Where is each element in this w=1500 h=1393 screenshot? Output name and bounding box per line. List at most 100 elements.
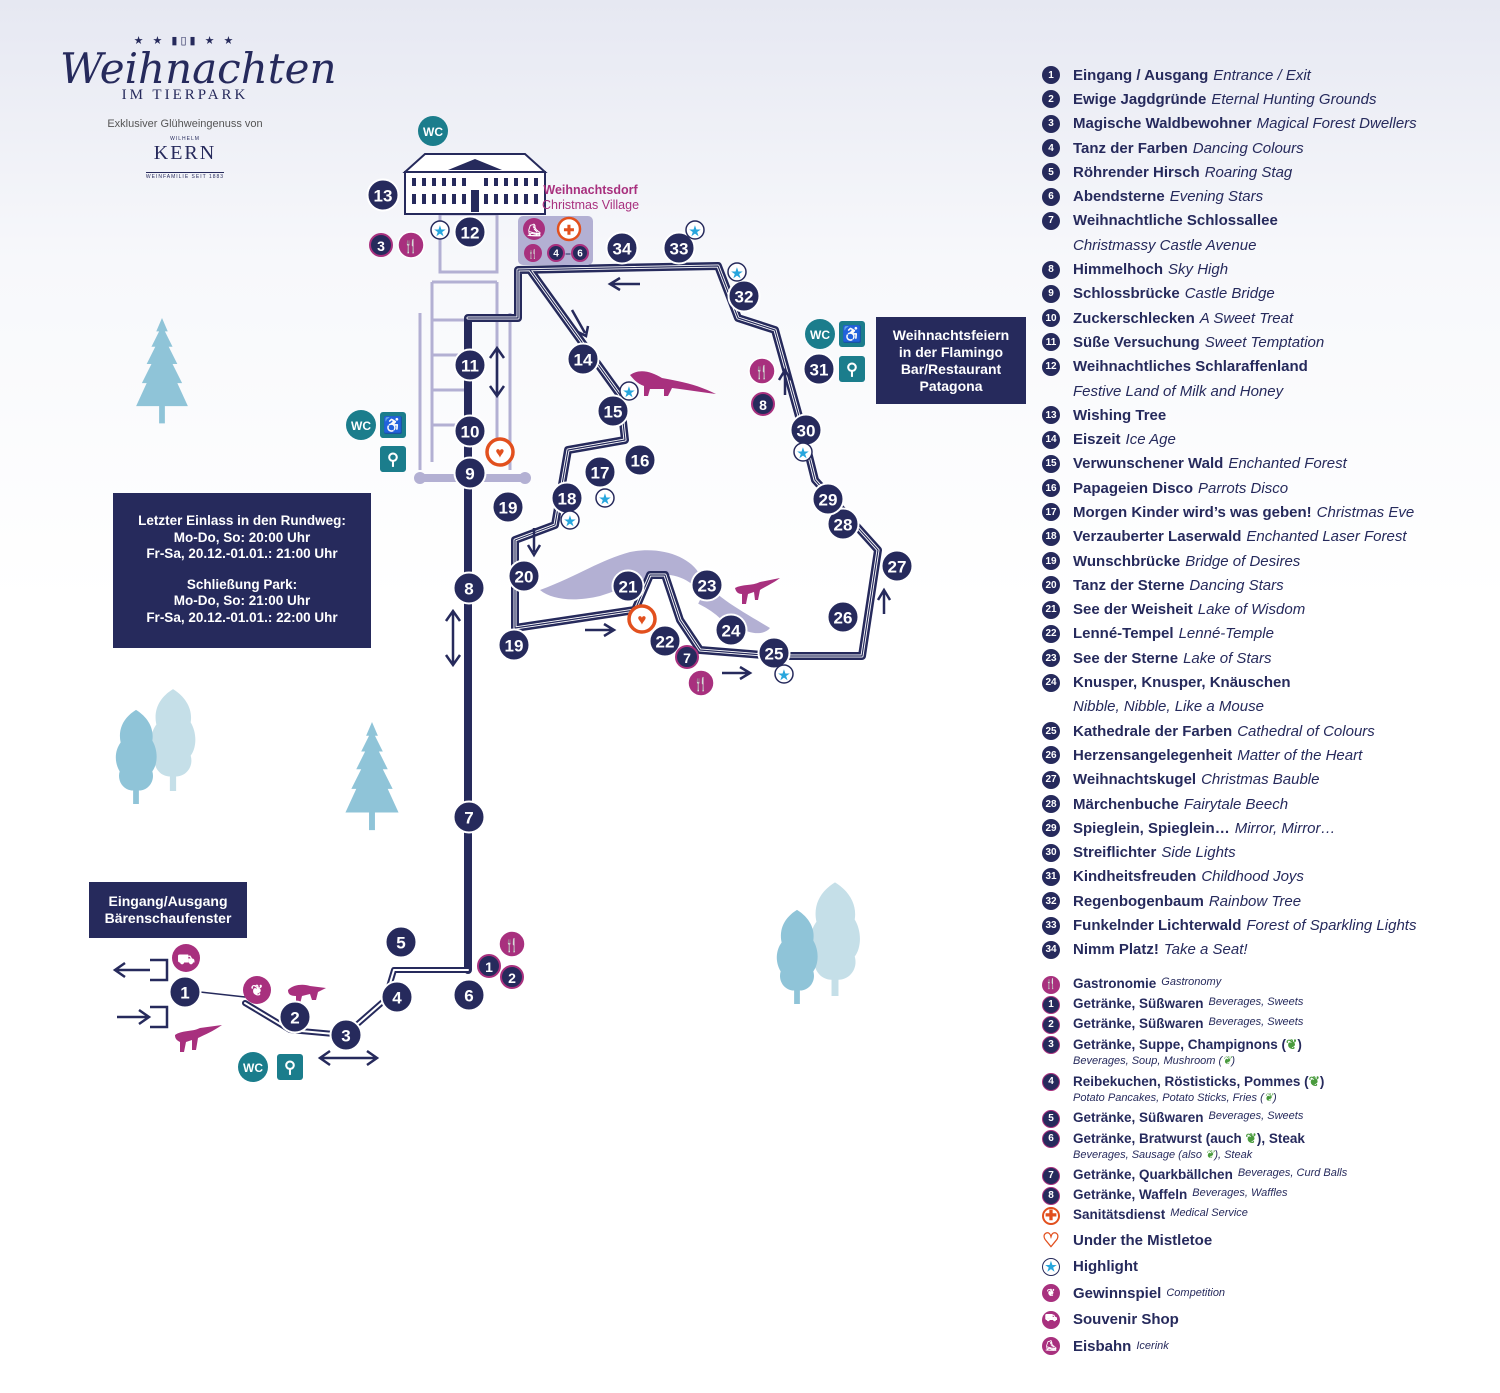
wc-label: WC xyxy=(423,125,443,139)
accessible-wc-icon xyxy=(839,321,865,347)
station-marker-16 xyxy=(623,443,657,477)
station-number-badge: 33 xyxy=(1042,916,1060,935)
wc-icon xyxy=(805,319,835,349)
station-name-de: See der Sterne xyxy=(1073,649,1179,667)
logo-subtitle: IM TIERPARK xyxy=(121,87,249,103)
last-entry-heading: Letzter Einlass in den Rundweg: xyxy=(138,513,346,528)
station-number-badge: 19 xyxy=(1042,552,1060,571)
gastro-stand-1 xyxy=(477,954,501,978)
station-marker-9 xyxy=(453,456,487,490)
closing-weekend: Fr-Sa, 20.12.-01.01.: 22:00 Uhr xyxy=(146,609,338,625)
station-name-en: Childhood Joys xyxy=(1201,868,1304,886)
legend-shop: ⛟ Souvenir Shop xyxy=(1042,1306,1482,1333)
station-number-badge: 29 xyxy=(1042,819,1060,838)
highlight-star-icon xyxy=(727,262,747,282)
station-name-de: Wunschbrücke xyxy=(1073,552,1181,570)
gastro-de: Getränke, Süßwaren xyxy=(1073,995,1204,1011)
station-number-badge: 22 xyxy=(1042,624,1060,643)
baby-changing-icon xyxy=(380,446,406,472)
medical-cross-icon xyxy=(556,216,582,242)
station-name-en: Castle Bridge xyxy=(1184,285,1275,303)
legend-mistletoe: ♡ Under the Mistletoe xyxy=(1042,1227,1482,1254)
flamingo-line3: Bar/Restaurant xyxy=(900,361,1002,377)
station-marker-14 xyxy=(566,342,600,376)
legend-station-12-en: Festive Land of Milk and Honey xyxy=(1042,379,1482,403)
legend-station-7-en: Christmassy Castle Avenue xyxy=(1042,233,1482,257)
gastro-de: Getränke, Waffeln xyxy=(1073,1186,1188,1202)
legend-highlight: ★ Highlight xyxy=(1042,1253,1482,1280)
village-label-de: Weihnachtsdorf xyxy=(543,183,638,197)
station-number-badge: 7 xyxy=(1042,211,1060,230)
gastro-stand-2 xyxy=(500,965,524,989)
medical-de: Sanitätsdienst xyxy=(1073,1206,1166,1222)
station-number-2: 2 xyxy=(290,1009,299,1028)
heart-glyph: ♥ xyxy=(496,445,505,462)
highlight-star-icon xyxy=(619,381,639,401)
station-number-34: 34 xyxy=(613,240,632,259)
fork-knife-glyph: 🍴 xyxy=(504,938,520,954)
tree-decoration xyxy=(115,709,157,804)
station-marker-7 xyxy=(452,800,486,834)
station-number-badge: 1 xyxy=(1042,66,1060,85)
station-name-en: Magical Forest Dwellers xyxy=(1256,115,1417,133)
station-name-de: Verwunschener Wald xyxy=(1073,455,1224,473)
gastro-de: Getränke, Suppe, Champignons (❦) xyxy=(1073,1036,1302,1052)
gastro-stand-number: 2 xyxy=(508,970,516,986)
station-marker-33 xyxy=(662,231,696,265)
wc-label: WC xyxy=(810,328,830,342)
station-number-badge: 14 xyxy=(1042,430,1060,449)
icerink-en: Icerink xyxy=(1136,1340,1169,1353)
station-name-de: Zuckerschlecken xyxy=(1073,309,1195,327)
gastro-en: Potato Pancakes, Potato Sticks, Fries (❦… xyxy=(1073,1091,1277,1104)
station-number-20: 20 xyxy=(515,568,534,587)
gastro-number-icon: 8 xyxy=(1042,1186,1060,1205)
vegan-leaf-icon: ❦ xyxy=(1286,1036,1298,1052)
station-name-de: Weihnachtliche Schlossallee xyxy=(1073,212,1278,230)
station-number-badge: 12 xyxy=(1042,357,1060,376)
gastro-header-de: Gastronomie xyxy=(1073,975,1157,991)
station-number-badge: 16 xyxy=(1042,479,1060,498)
station-marker-6 xyxy=(452,978,486,1012)
gastro-stand-6 xyxy=(571,244,589,262)
highlight-star-icon xyxy=(560,510,580,530)
station-number-badge: 21 xyxy=(1042,600,1060,619)
skate-glyph: ⛸ xyxy=(526,223,541,237)
station-number-25: 25 xyxy=(765,645,784,664)
gastro-en: Beverages, Sweets xyxy=(1208,995,1304,1008)
station-marker-5 xyxy=(384,925,418,959)
station-number-19: 19 xyxy=(505,637,524,656)
station-name-de: Knusper, Knusper, Knäuschen xyxy=(1073,674,1291,692)
station-number-badge: 25 xyxy=(1042,722,1060,741)
station-number-18: 18 xyxy=(558,490,577,509)
station-name-de: Eiszeit xyxy=(1073,431,1121,449)
station-marker-20 xyxy=(507,559,541,593)
station-marker-19 xyxy=(497,628,531,662)
fork-knife-glyph: 🍴 xyxy=(403,239,419,255)
station-marker-8 xyxy=(452,571,486,605)
station-name-en: Rainbow Tree xyxy=(1208,892,1302,910)
star-glyph: ★ xyxy=(623,385,635,400)
station-number-28: 28 xyxy=(834,516,853,535)
gastronomy-icon xyxy=(498,930,526,958)
station-name-de: Märchenbuche xyxy=(1073,795,1179,813)
shop-de: Souvenir Shop xyxy=(1073,1311,1179,1329)
heart-icon: ♡ xyxy=(1042,1229,1060,1252)
gastro-number-icon: 2 xyxy=(1042,1015,1060,1034)
station-number-27: 27 xyxy=(888,558,907,577)
station-name-de: Schlossbrücke xyxy=(1073,285,1180,303)
